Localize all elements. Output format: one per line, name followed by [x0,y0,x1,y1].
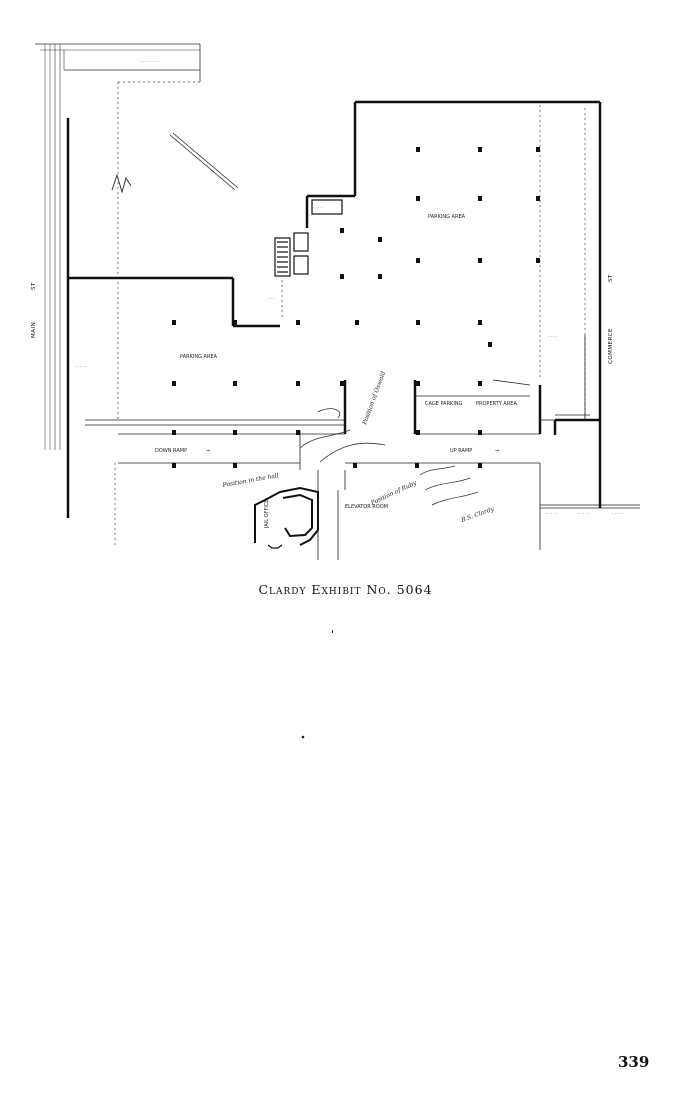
handwritten-signature: B.S. Clardy [459,505,495,524]
label-parking-area-left: PARKING AREA [180,354,218,360]
svg-text:· · · · ·: · · · · · [612,511,623,516]
svg-text:· · · · ·: · · · · · [566,418,577,423]
label-commerce-street: COMMERCE [608,328,614,364]
break-mark [111,173,132,194]
svg-text:· · · · ·: · · · · · [578,511,589,516]
label-jail-office: JAIL OFFICE [264,500,270,529]
diagonal-leader [169,132,239,191]
page-number: 339 [618,1053,650,1071]
svg-text:· · · ·: · · · · [548,334,557,339]
interior-lines [85,335,640,560]
label-main-street: MAIN [31,322,37,338]
label-cage-area: CAGE PARKING [425,401,463,407]
stray-marks [301,630,333,739]
label-commerce-street-suffix: ST [608,274,614,282]
building-walls [66,100,602,518]
dotted-lines [114,81,586,545]
svg-text:· · · ·: · · · · [313,205,322,210]
exhibit-caption: Clardy Exhibit No. 5064 [258,582,433,597]
street-labels: MAIN ST COMMERCE ST [31,274,614,364]
jail-office-bay [254,486,319,549]
handwritten-note-1: Position in the hall [221,472,279,489]
columns [172,147,540,468]
small-labels: · · · · · · · · · · · · · · · · · · · · … [75,59,623,516]
room-labels: PARKING AREA PARKING AREA CAGE PARKING P… [155,214,517,529]
svg-text:· · · · ·: · · · · · [75,364,86,369]
label-elevator-room: ELEVATOR ROOM [345,504,388,510]
label-property-area: PROPERTY AREA [476,401,517,407]
elevator-block [274,199,343,277]
label-down-ramp-arrow: ⇒ [206,448,210,454]
handwritten-note-4: Position of Ruby [369,479,418,507]
svg-text:· · ·: · · · [268,296,274,301]
label-parking-area-upper: PARKING AREA [428,214,466,220]
main-street-edge [35,43,201,450]
label-main-street-suffix: ST [31,282,37,290]
label-down-ramp: DOWN RAMP [155,448,187,454]
handwritten-note-2: Position of Oswald [361,370,387,426]
svg-text:· · · · · · · ·: · · · · · · · · [140,59,159,64]
label-up-ramp-arrow: ⇒ [495,448,499,454]
label-up-ramp: UP RAMP [450,448,472,454]
svg-text:· · · · ·: · · · · · [546,511,557,516]
